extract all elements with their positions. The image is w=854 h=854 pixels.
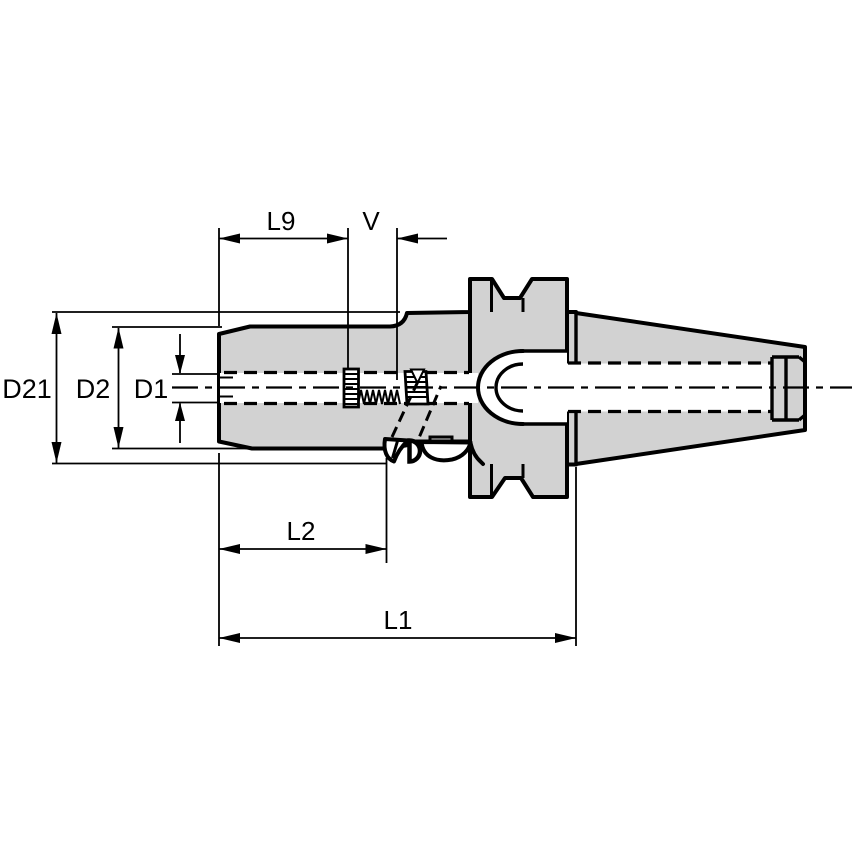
dimension-l1: L1 [219, 467, 577, 646]
dimension-d1: D1 [134, 334, 218, 443]
angled-hole-hidden-line [411, 385, 443, 453]
label-d2: D2 [76, 374, 111, 404]
label-d1: D1 [134, 374, 169, 404]
notch-scoop-lip [468, 441, 485, 466]
notch-claw-edge [391, 440, 399, 459]
label-d21: D21 [2, 374, 52, 404]
thread-profile [357, 389, 401, 405]
dimension-l2: L2 [218, 453, 388, 646]
label-l1: L1 [384, 605, 413, 635]
label-l9: L9 [267, 206, 296, 236]
notch-tab [428, 435, 454, 441]
bottom-notch [382, 435, 485, 466]
notch-scoop [419, 440, 473, 463]
notch-flag [407, 438, 423, 464]
dimension-d2: D2 [76, 326, 250, 450]
label-l2: L2 [287, 516, 316, 546]
label-v: V [362, 206, 380, 236]
dimension-l9: L9 [218, 206, 349, 368]
dimension-v: V [362, 206, 447, 380]
bore-bell-arc-inner [494, 362, 524, 413]
